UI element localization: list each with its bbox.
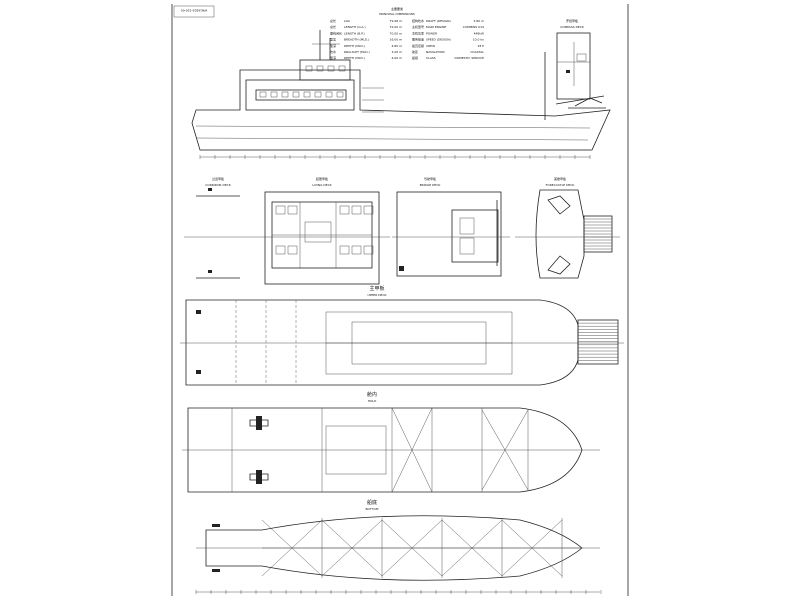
upper-deck-title-en: UPPER DECK — [367, 293, 387, 297]
corridor-deck-title-en: CORRIDOR DECK — [205, 183, 232, 187]
upper-deck-title-cn: 主甲板 — [369, 285, 384, 292]
particular-right-label-en: CLASS — [426, 56, 436, 60]
particular-right-label-cn: 航区 — [412, 49, 418, 54]
particular-right-value: 2.80 m — [473, 19, 484, 23]
particular-left-label-en: LENGTH (O.A.) — [344, 25, 366, 29]
particular-right-label-cn: 结构吃水 — [412, 18, 424, 23]
particular-right-value: COASTAL — [470, 50, 484, 54]
hold-title-cn: 舱内 — [367, 391, 377, 398]
particular-left-label-en: LOA — [344, 19, 351, 23]
upper-deck-outline — [185, 299, 579, 386]
particular-right-value: CUMMINS K19 — [463, 25, 484, 29]
particular-right-label-cn: 船员定额 — [412, 43, 424, 48]
particular-right-value: 10.0 kn — [473, 38, 484, 42]
corridor-deck-view: 过道甲板 CORRIDOR DECK — [184, 176, 250, 279]
living-deck-view: 起居甲板 LIVING DECK — [250, 176, 390, 285]
compass-deck-view: 罗经甲板 COMPASS DECK — [556, 18, 591, 100]
drawing-number: WN16825-150-00 — [181, 9, 208, 13]
particular-left-value: 16.00 m — [390, 38, 403, 42]
particular-left-label-en: LENGTH (B.P.) — [344, 31, 365, 35]
profile-elevation-view — [191, 30, 611, 159]
particular-left-value: 75.00 m — [390, 25, 403, 29]
bridge-deck-title-en: BRIDGE DECK — [420, 183, 442, 187]
particular-left-label-en: DRAUGHT (MLD.) — [344, 50, 370, 54]
particular-left-value: 70.00 m — [390, 31, 403, 35]
living-deck-title-cn: 起居甲板 — [316, 176, 328, 181]
particular-right-label-cn: 主机功率 — [412, 30, 424, 35]
forecastle-deck-title-cn: 首楼甲板 — [554, 176, 566, 181]
forecastle-deck-title-en: FORECASTLE DECK — [546, 183, 576, 187]
particular-left-label-cn: 型宽 — [330, 37, 336, 42]
particular-left-label-cn: 型深 — [330, 43, 336, 48]
particular-left-label-cn: 吃水 — [330, 49, 336, 54]
particular-left-value: 4.80 m — [391, 44, 402, 48]
forecastle-deck-view: 首楼甲板 FORECASTLE DECK — [515, 176, 620, 279]
hold-title-en: HOLD — [368, 399, 377, 403]
particular-right-label-en: MAIN ENGINE — [426, 25, 446, 29]
particular-left-value: 79.98 m — [390, 19, 403, 23]
living-deck-outline — [264, 191, 380, 285]
particular-right-label-en: SPEED (DESIGN) — [426, 38, 451, 42]
particular-right-label-cn: 主机型号 — [412, 24, 424, 29]
particular-right-value: 448kW — [474, 31, 484, 35]
drawing-frame: WN16825-150-00 — [171, 4, 629, 596]
particular-left-label-cn: 总长 — [330, 18, 336, 23]
particular-left-value: 3.20 m — [391, 50, 402, 54]
particular-left-label-cn: 垂线间长 — [330, 30, 342, 35]
bridge-deck-outline — [396, 191, 502, 277]
bridge-deck-view: 驾驶甲板 BRIDGE DECK — [392, 176, 510, 277]
particular-left-label-cn: 型深 — [330, 55, 336, 60]
compass-deck-title-cn: 罗经甲板 — [566, 18, 578, 23]
bottom-view: 船底 BOTTOM — [195, 499, 602, 594]
particular-right-value: 18 P — [477, 44, 484, 48]
upper-deck-view: 主甲板 UPPER DECK — [180, 285, 624, 386]
bridge-deck-title-cn: 驾驶甲板 — [424, 176, 436, 181]
corridor-deck-title-cn: 过道甲板 — [212, 176, 224, 181]
bottom-title-cn: 船底 — [367, 499, 377, 506]
particular-right-value: DOMESTIC SERVICE — [455, 56, 485, 60]
particular-right-label-cn: 船级 — [412, 55, 418, 60]
particular-right-label-en: POWER — [426, 31, 437, 35]
compass-deck-title-en: COMPASS DECK — [560, 25, 585, 29]
particulars-title-en: PRINCIPAL DIMENSIONS — [379, 12, 415, 16]
living-deck-title-en: LIVING DECK — [312, 183, 332, 187]
hold-view: 舱内 HOLD — [182, 391, 600, 493]
particular-right-label-en: CREW — [426, 44, 435, 48]
particular-left-label-en: DEPTH (MLD.) — [344, 56, 365, 60]
particular-left-value: 4.00 m — [391, 56, 402, 60]
particular-left-label-cn: 总长 — [330, 24, 336, 29]
compass-deck-outline — [556, 32, 591, 100]
particular-right-label-en: DRAFT (DESIGN) — [426, 19, 451, 23]
particular-right-label-cn: 服务航速 — [412, 37, 424, 42]
principal-dimensions-table: 主要要素 PRINCIPAL DIMENSIONS 总长 LOA 79.98 m 总长… — [330, 6, 484, 60]
particular-left-label-en: BREADTH (MLD.) — [344, 38, 369, 42]
particular-left-label-en: DEPTH (MLD.) — [344, 44, 365, 48]
particular-right-label-en: NAVIGATION — [426, 50, 445, 54]
particulars-title-cn: 主要要素 — [391, 6, 403, 11]
bottom-title-en: BOTTOM — [366, 507, 379, 511]
